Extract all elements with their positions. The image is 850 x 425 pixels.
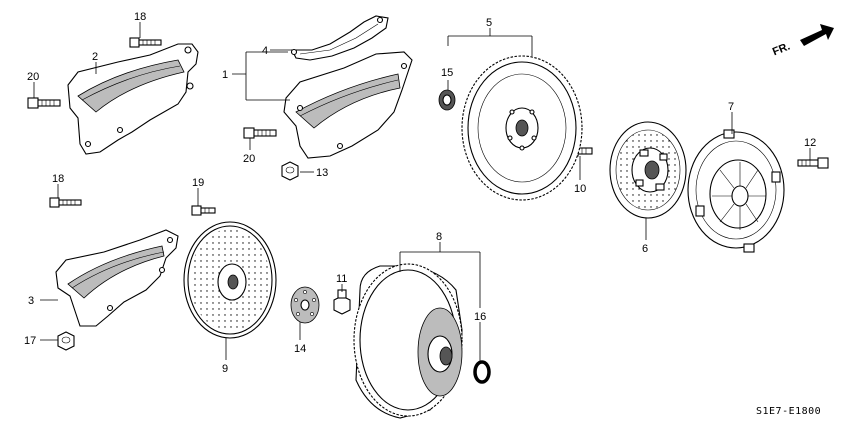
- bolt-18-upper: [129, 37, 162, 48]
- callout-11: 11: [336, 273, 347, 285]
- bolt-19: [191, 205, 216, 216]
- part-3-cover-plate: [55, 229, 179, 327]
- callout-20: 20: [243, 153, 255, 165]
- part-6-clutch-disc: [609, 121, 687, 219]
- callout-5: 5: [486, 17, 492, 29]
- callout-4: 4: [262, 45, 268, 57]
- callout-2: 2: [92, 51, 98, 63]
- callout-20: 20: [27, 71, 39, 83]
- part-16-o-ring: [473, 360, 491, 384]
- bolt-20-left: [27, 97, 61, 109]
- nut-13: [281, 161, 299, 181]
- callout-3: 3: [28, 295, 34, 307]
- callout-8: 8: [436, 231, 442, 243]
- part-5-flywheel: [461, 55, 583, 201]
- part-4-bracket: [290, 15, 389, 61]
- callout-18: 18: [134, 11, 146, 23]
- callout-13: 13: [316, 167, 328, 179]
- part-7-pressure-plate: [687, 129, 785, 253]
- callout-6: 6: [642, 243, 648, 255]
- part-2-cover-plate: [67, 43, 199, 155]
- bolt-18-lower: [49, 197, 82, 208]
- part-9-drive-plate: [183, 221, 277, 339]
- part-15-bearing: [438, 89, 456, 111]
- part-14-washer: [290, 286, 320, 324]
- callout-12: 12: [804, 137, 816, 149]
- callout-9: 9: [222, 363, 228, 375]
- callout-17: 17: [24, 335, 36, 347]
- part-1-cover-plate: [283, 51, 413, 159]
- bolt-20-middle: [243, 127, 277, 139]
- bolt-12: [797, 157, 829, 169]
- front-direction-arrow: [800, 24, 834, 46]
- callout-19: 19: [192, 177, 204, 189]
- nut-17: [57, 331, 75, 351]
- leader-lines: [33, 22, 811, 362]
- callout-16: 16: [474, 311, 486, 323]
- part-8-torque-converter: [353, 263, 463, 419]
- callout-7: 7: [728, 101, 734, 113]
- callout-15: 15: [441, 67, 453, 79]
- bolt-11: [333, 289, 351, 315]
- callout-14: 14: [294, 343, 306, 355]
- callout-numbers: 18 2 20 1 4 20 13 5 15 10 6 7 12 18 19 3…: [24, 11, 816, 375]
- callout-18: 18: [52, 173, 64, 185]
- callout-10: 10: [574, 183, 586, 195]
- diagram-code: S1E7-E1800: [756, 406, 821, 417]
- callout-1: 1: [222, 69, 228, 81]
- front-direction-label: FR.: [771, 40, 792, 58]
